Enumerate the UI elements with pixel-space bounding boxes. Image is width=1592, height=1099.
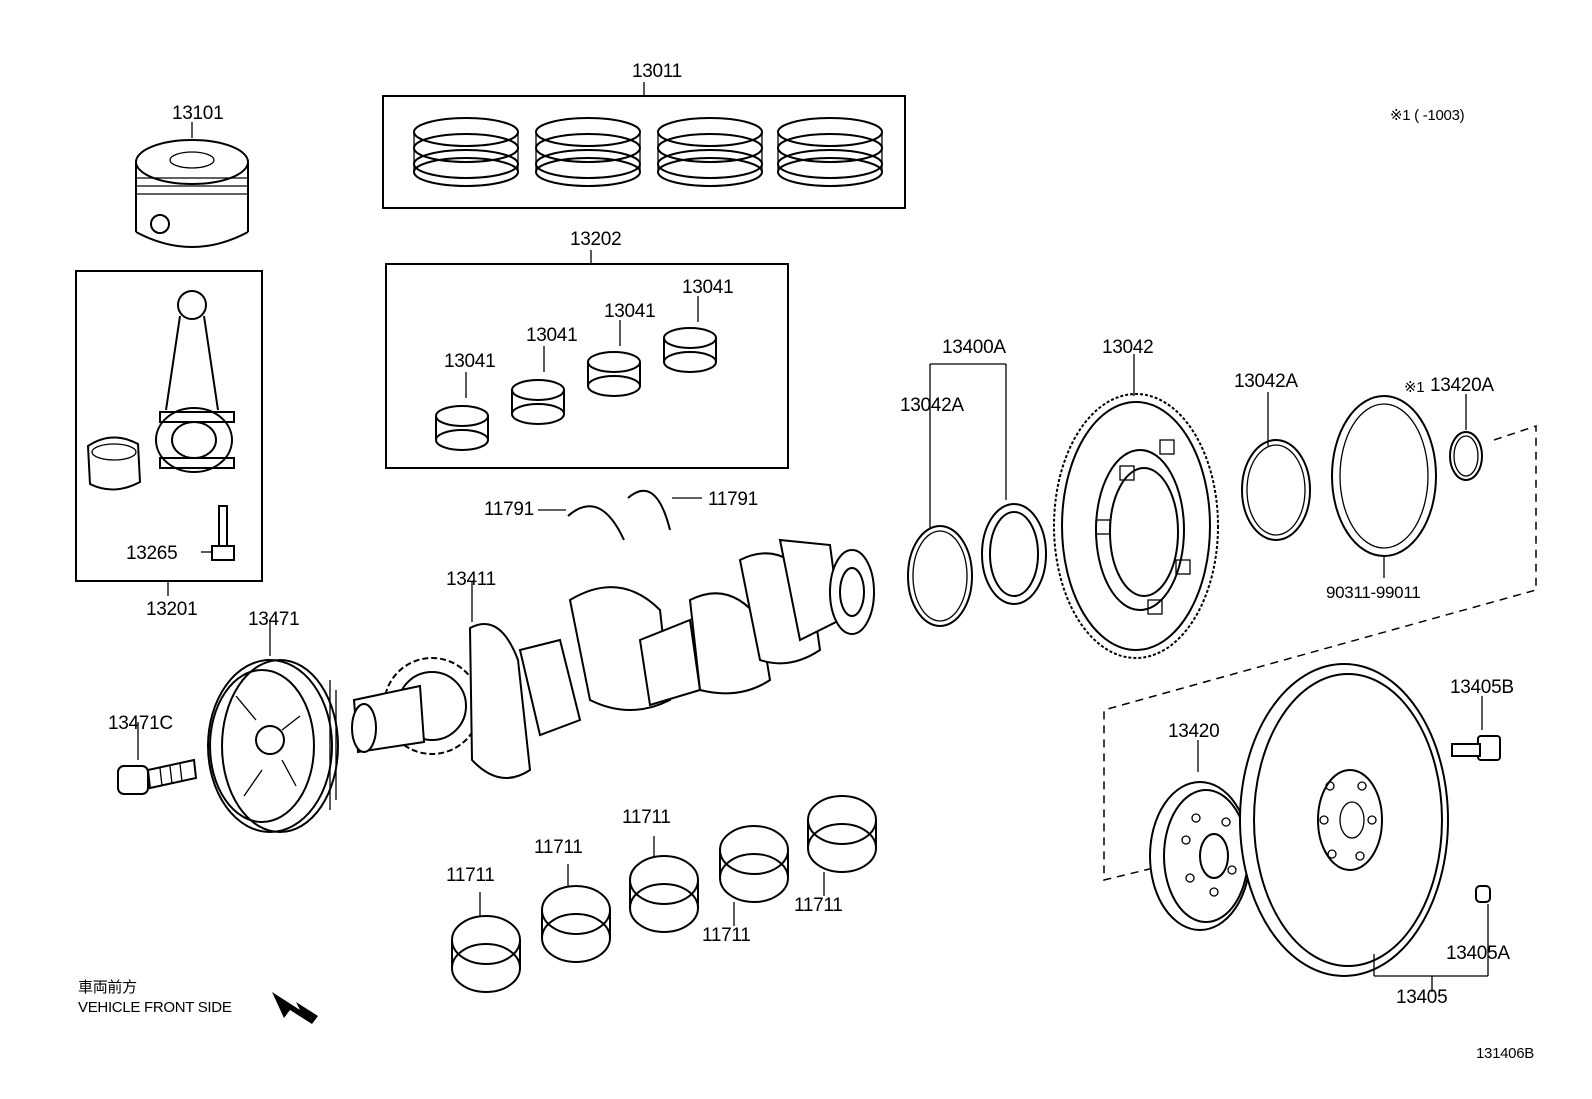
small-ring[interactable]: [1449, 394, 1483, 481]
front-arrow-icon: [272, 992, 318, 1024]
label-rod-bearing-set: 13202: [570, 229, 622, 250]
piston-ring-set[interactable]: [382, 82, 906, 209]
label-rod-bearing-2: 13041: [526, 325, 578, 346]
label-rod-bearing-3: 13041: [604, 301, 656, 322]
crank-pulley[interactable]: [207, 620, 339, 833]
flywheel-bolt[interactable]: [1451, 696, 1501, 761]
label-snap-ring-left: 13042A: [900, 395, 964, 416]
label-o-ring: 90311-99011: [1326, 583, 1421, 602]
front-text-jp: 車両前方: [78, 979, 137, 996]
front-text-en: VEHICLE FRONT SIDE: [78, 999, 232, 1016]
diagram-id: 131406B: [1476, 1045, 1534, 1062]
label-small-ring: 13420A: [1430, 375, 1494, 396]
label-crankshaft: 13411: [446, 569, 496, 590]
connecting-rod-assembly[interactable]: [75, 270, 263, 596]
label-main-bearing-2: 11711: [534, 837, 583, 858]
label-piston: 13101: [172, 103, 224, 124]
label-ring-set: 13011: [632, 61, 682, 82]
seal-group[interactable]: [907, 363, 1047, 627]
label-small-ring-prefix: ※1: [1404, 379, 1425, 396]
label-thrust-right: 11791: [708, 489, 758, 510]
label-main-bearing-1: 11711: [446, 865, 495, 886]
label-drive-plate: 13420: [1168, 721, 1220, 742]
label-pulley-bolt: 13471C: [108, 713, 173, 734]
label-flywheel-pin: 13405A: [1446, 943, 1510, 964]
rod-bearing-set[interactable]: [385, 250, 789, 469]
footnote: ※1 ( -1003): [1390, 107, 1465, 124]
snap-ring-right[interactable]: [1241, 392, 1311, 541]
crankshaft[interactable]: [351, 538, 875, 779]
label-rod-assembly: 13201: [146, 599, 198, 620]
label-ring-gear: 13042: [1102, 337, 1154, 358]
flywheel-pin[interactable]: [1475, 885, 1491, 903]
label-rod-bolt: 13265: [126, 543, 178, 564]
flywheel[interactable]: [1239, 663, 1489, 992]
main-bearings[interactable]: [451, 795, 877, 993]
o-ring[interactable]: [1331, 395, 1437, 578]
pulley-bolt[interactable]: [117, 722, 198, 795]
label-thrust-left: 11791: [484, 499, 534, 520]
label-flywheel-bolt: 13405B: [1450, 677, 1514, 698]
label-flywheel: 13405: [1396, 987, 1448, 1008]
label-pulley: 13471: [248, 609, 300, 630]
label-rod-bearing-1: 13041: [444, 351, 496, 372]
label-main-bearing-5: 11711: [794, 895, 843, 916]
ring-gear[interactable]: [1053, 354, 1219, 659]
label-main-bearing-3: 11711: [622, 807, 671, 828]
label-rod-bearing-4: 13041: [682, 277, 734, 298]
thrust-washers[interactable]: [538, 489, 702, 541]
drive-plate[interactable]: [1149, 740, 1251, 931]
piston[interactable]: [135, 122, 249, 248]
label-seal-group: 13400A: [942, 337, 1006, 358]
label-main-bearing-4: 11711: [702, 925, 751, 946]
label-snap-ring-right: 13042A: [1234, 371, 1298, 392]
